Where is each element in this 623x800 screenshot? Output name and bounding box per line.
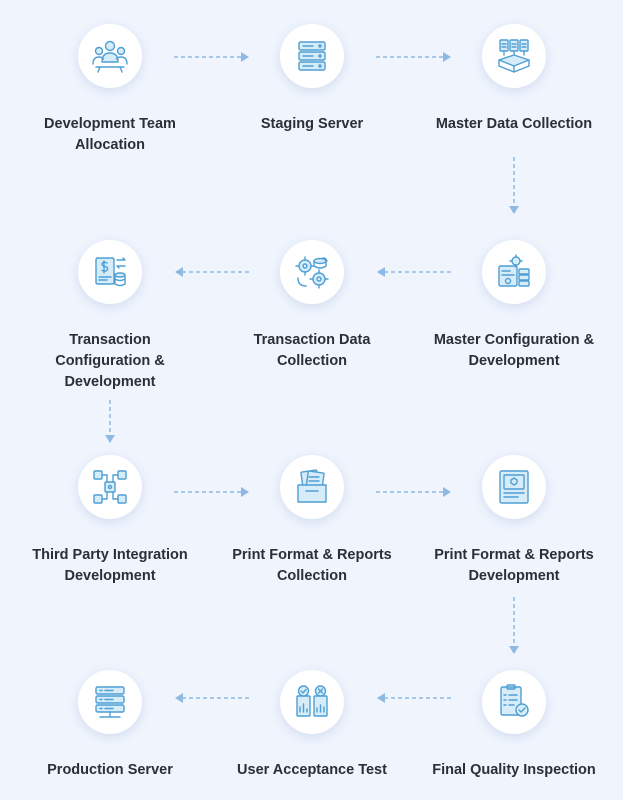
step-icon-circle: [482, 24, 546, 88]
step-label-line: Final Quality Inspection: [432, 762, 596, 778]
step-label: Print Format & Reports Development: [434, 545, 594, 587]
step-label-line: Allocation: [74, 137, 146, 153]
step-icon-circle: [78, 240, 142, 304]
step-label-line: Production Server: [47, 762, 173, 778]
step-icon-circle: [482, 240, 546, 304]
step-label-line: Development: [64, 374, 156, 390]
step-icon-circle: [78, 24, 142, 88]
step-icon-circle: [280, 24, 344, 88]
step-label: User Acceptance Test: [237, 760, 387, 781]
acceptance-test-icon: [296, 685, 328, 717]
step-label: Final Quality Inspection: [432, 760, 596, 781]
server-icon: [298, 41, 326, 71]
step-staging-server: Staging Server: [222, 24, 402, 135]
step-development-team-allocation: Development Team Allocation: [20, 24, 200, 156]
step-label-line: Print Format & Reports: [232, 547, 392, 563]
production-server-icon: [95, 686, 125, 718]
arrow-left: [377, 267, 452, 277]
print-development-icon: [499, 470, 529, 504]
step-master-data-collection: Master Data Collection: [424, 24, 604, 135]
step-icon-circle: [280, 670, 344, 734]
step-print-format-reports-collection: Print Format & Reports Collection: [222, 455, 402, 587]
arrow-left: [377, 693, 452, 703]
transaction-data-icon: [295, 256, 329, 289]
step-label: Master Data Collection: [436, 114, 592, 135]
step-label-line: Collection: [276, 353, 348, 369]
step-label: Third Party Integration Development: [32, 545, 188, 587]
step-user-acceptance-test: User Acceptance Test: [222, 670, 402, 781]
arrow-right: [376, 52, 451, 62]
step-production-server: Production Server: [20, 670, 200, 781]
step-label-line: Print Format & Reports: [434, 547, 594, 563]
step-third-party-integration-development: Third Party Integration Development: [20, 455, 200, 587]
step-label: Master Configuration & Development: [434, 330, 594, 372]
step-print-format-reports-development: Print Format & Reports Development: [424, 455, 604, 587]
step-label-line: User Acceptance Test: [237, 762, 387, 778]
step-label-line: Master Configuration &: [433, 332, 595, 348]
print-collection-icon: [297, 469, 327, 503]
step-label-line: Development: [468, 353, 560, 369]
step-label-line: Master Data Collection: [435, 116, 593, 132]
step-icon-circle: [482, 670, 546, 734]
arrow-down: [509, 597, 519, 654]
arrow-right: [174, 487, 249, 497]
step-label: Print Format & Reports Collection: [232, 545, 392, 587]
step-label-line: Transaction Data: [253, 332, 371, 348]
step-label-line: Development: [64, 568, 156, 584]
step-icon-circle: [280, 240, 344, 304]
configuration-icon: [498, 254, 530, 287]
step-master-configuration-development: Master Configuration & Development: [424, 240, 604, 372]
quality-inspection-icon: [500, 684, 529, 717]
step-label-line: Staging Server: [260, 116, 364, 132]
step-icon-circle: [482, 455, 546, 519]
step-label: Development Team Allocation: [44, 114, 176, 156]
team-icon: [92, 40, 128, 73]
arrow-left: [175, 693, 250, 703]
step-label: Production Server: [47, 760, 173, 781]
step-label-line: Collection: [276, 568, 348, 584]
step-label-line: Development Team: [44, 116, 176, 132]
step-label-line: Development: [468, 568, 560, 584]
integration-icon: [93, 470, 127, 504]
transaction-config-icon: [95, 257, 126, 287]
step-icon-circle: [280, 455, 344, 519]
step-icon-circle: [78, 455, 142, 519]
arrow-down: [509, 157, 519, 214]
step-label: Transaction Configuration & Development: [55, 330, 165, 393]
step-label-line: Transaction: [69, 332, 151, 348]
arrow-down: [105, 400, 115, 443]
step-transaction-configuration-development: Transaction Configuration & Development: [20, 240, 200, 393]
arrow-left: [175, 267, 250, 277]
data-collection-icon: [498, 39, 530, 73]
step-label: Transaction Data Collection: [254, 330, 371, 372]
arrow-right: [174, 52, 249, 62]
step-final-quality-inspection: Final Quality Inspection: [424, 670, 604, 781]
step-label-line: Configuration &: [55, 353, 165, 369]
step-label-line: Third Party Integration: [32, 547, 188, 563]
step-icon-circle: [78, 670, 142, 734]
step-label: Staging Server: [261, 114, 363, 135]
arrow-right: [376, 487, 451, 497]
step-transaction-data-collection: Transaction Data Collection: [222, 240, 402, 372]
